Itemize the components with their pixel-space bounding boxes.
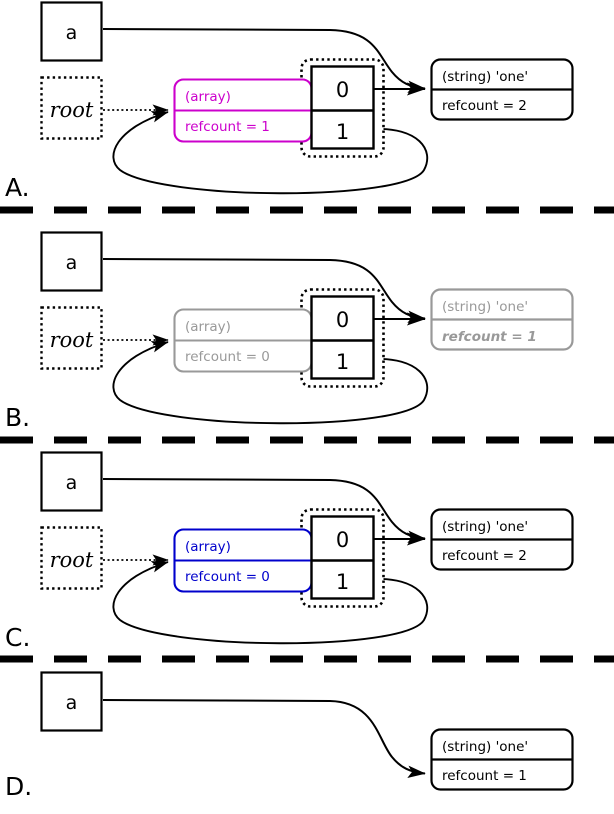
- panel-b-index-cells: 0 1: [310, 295, 375, 380]
- panel-c-array-refcount-label: refcount = 0: [185, 569, 270, 585]
- panel-a-array-type-label: (array): [185, 89, 231, 105]
- panel-d-variable-label: a: [66, 692, 78, 714]
- panel-c-index-cell-0: 0: [336, 528, 349, 552]
- panel-a-variable-to-string-arrow: [102, 28, 426, 93]
- panel-a-string-refcount-label: refcount = 2: [442, 98, 527, 114]
- panel-c-string-refcount-label: refcount = 2: [442, 548, 527, 564]
- panel-b-label: B.: [5, 403, 30, 432]
- panel-b-variable-to-string-arrow: [102, 258, 426, 323]
- panel-b-root-label: root: [50, 328, 94, 352]
- panel-d-string-type-label: (string) 'one': [442, 739, 528, 755]
- panel-c-index-cells: 0 1: [310, 515, 375, 600]
- panel-a-string-type-label: (string) 'one': [442, 69, 528, 85]
- panel-d-string-refcount-label: refcount = 1: [442, 768, 527, 784]
- panel-c-string-box: (string) 'one' refcount = 2: [430, 508, 574, 571]
- panel-a-variable-box: a: [40, 1, 103, 62]
- panel-a-index-cell-0: 0: [336, 78, 349, 102]
- panel-b-string-refcount-label: refcount = 1: [442, 329, 537, 345]
- panel-c-string-type-label: (string) 'one': [442, 519, 528, 535]
- panel-c-variable-box: a: [40, 451, 103, 512]
- panel-c-array-type-label: (array): [185, 539, 231, 555]
- panel-b-array-refcount-label: refcount = 0: [185, 349, 270, 365]
- panel-b: a root (array) refcount = 0 0 1 (string): [5, 231, 574, 432]
- panel-c-self-reference-loop: [112, 561, 429, 645]
- panel-d-variable-to-string-arrow: [102, 699, 426, 778]
- panel-a-root-box: root: [40, 76, 103, 140]
- panel-d-string-box: (string) 'one' refcount = 1: [430, 728, 574, 791]
- panel-b-self-reference-loop: [112, 341, 429, 425]
- panel-c-array-box: (array) refcount = 0: [173, 528, 313, 593]
- panel-b-index-cell-0: 0: [336, 308, 349, 332]
- panel-d-label: D.: [5, 772, 32, 801]
- panel-b-string-box: (string) 'one' refcount = 1: [430, 288, 574, 351]
- panel-c-label: C.: [5, 623, 30, 652]
- panel-a-label: A.: [5, 173, 30, 202]
- panel-a-index-cells: 0 1: [310, 65, 375, 150]
- panel-d-variable-box: a: [40, 671, 103, 732]
- panel-b-array-type-label: (array): [185, 319, 231, 335]
- panel-b-array-box: (array) refcount = 0: [173, 308, 313, 373]
- panel-d: a (string) 'one' refcount = 1 D.: [5, 671, 574, 801]
- panel-c: a root (array) refcount = 0 0 1 (string): [5, 451, 574, 652]
- panel-a-root-label: root: [50, 98, 94, 122]
- panel-c-index-cell-1: 1: [336, 570, 349, 594]
- panel-b-string-type-label: (string) 'one': [442, 299, 528, 315]
- panel-a-array-refcount-label: refcount = 1: [185, 119, 270, 135]
- panel-a: a root (array) refcount = 1 0 1: [5, 1, 574, 202]
- panel-a-variable-label: a: [66, 22, 78, 44]
- panel-b-index-cell-1: 1: [336, 350, 349, 374]
- panel-a-string-box: (string) 'one' refcount = 2: [430, 58, 574, 121]
- panel-c-variable-label: a: [66, 472, 78, 494]
- panel-c-root-box: root: [40, 526, 103, 590]
- panel-b-variable-label: a: [66, 252, 78, 274]
- panel-b-variable-box: a: [40, 231, 103, 292]
- panel-b-root-box: root: [40, 306, 103, 370]
- panel-c-root-label: root: [50, 548, 94, 572]
- panel-c-variable-to-string-arrow: [102, 478, 426, 543]
- panel-a-array-box: (array) refcount = 1: [173, 78, 313, 143]
- panel-a-self-reference-loop: [112, 111, 429, 195]
- panel-a-index-cell-1: 1: [336, 120, 349, 144]
